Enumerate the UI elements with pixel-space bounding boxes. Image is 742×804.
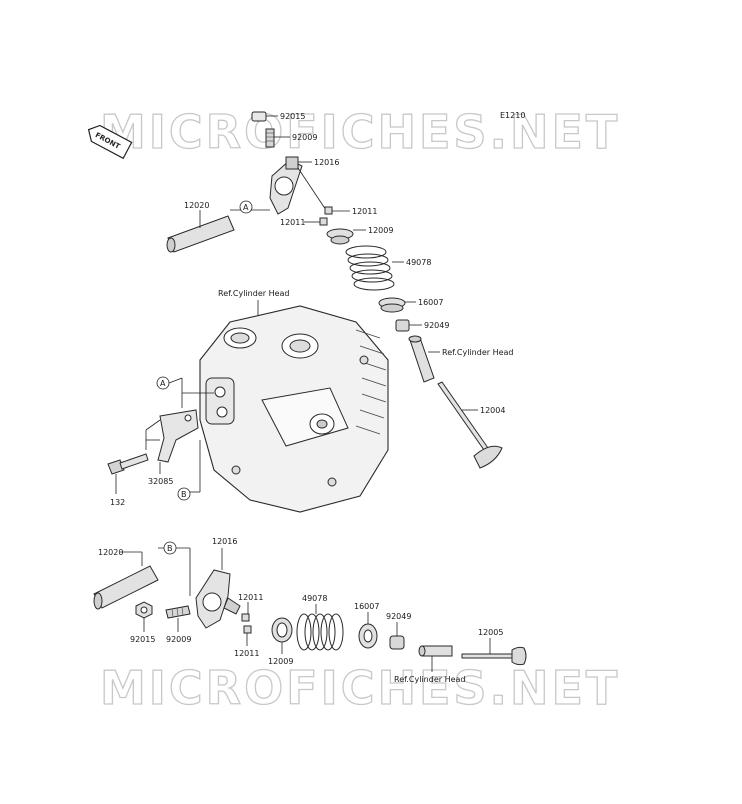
plate-32085 [157,409,199,463]
callout-a-left-label: A [160,379,166,388]
label-12016-top: 12016 [314,158,339,167]
label-12020-bottom: 12020 [98,548,123,557]
keeper-12011-top-left [319,217,328,226]
bolt-132 [107,453,149,475]
callout-b-left [177,487,191,501]
retainer-12009-bottom [271,617,293,643]
rocker-arm-12016-bottom [195,569,241,629]
valve-guide-bottom [418,645,453,657]
label-92009-bottom: 92009 [166,635,191,644]
label-92009-top: 92009 [292,133,317,142]
label-32085: 32085 [148,477,173,486]
label-12011-bottom-top: 12011 [238,593,263,602]
callout-a-top-label: A [243,203,249,212]
label-12016-bottom: 12016 [212,537,237,546]
label-92049-top: 92049 [424,321,449,330]
diagram-code: E1210 [500,111,525,120]
intake-valve-12004 [437,381,503,469]
nut-92015-bottom [135,601,153,619]
nut-92015-top [251,111,267,122]
valve-spring-49078-top [345,245,395,291]
valve-guide-top [408,335,435,383]
keeper-12011-bottom-top [241,613,250,622]
rocker-shaft-12020-bottom [93,565,159,610]
keeper-12011-bottom-bottom [243,625,252,634]
watermark-bottom: MICROFICHES.NET [100,661,620,715]
label-16007-bottom: 16007 [354,602,379,611]
spring-seat-16007-bottom [358,623,378,649]
label-ref-cylinder-head-top: Ref.Cylinder Head [218,289,289,298]
valve-spring-49078-bottom [296,613,344,651]
label-12005: 12005 [478,628,503,637]
watermark-top: MICROFICHES.NET [100,105,620,159]
label-12009-top: 12009 [368,226,393,235]
label-ref-cylinder-head-bottom: Ref.Cylinder Head [394,675,465,684]
label-16007-top: 16007 [418,298,443,307]
label-92015-top: 92015 [280,112,305,121]
spring-seat-16007-top [378,297,406,313]
retainer-12009-top [326,228,354,245]
callout-a-top [239,200,253,214]
rocker-shaft-12020-top [166,215,235,253]
adjust-screw-92009-bottom [165,605,191,619]
label-92015-bottom: 92015 [130,635,155,644]
callout-b-bottom-letter: B [167,544,173,553]
label-12011-top-right: 12011 [352,207,377,216]
callout-b-left-label: B [181,490,187,499]
keeper-12011-top-right [324,206,333,215]
label-ref-cylinder-head-right: Ref.Cylinder Head [442,348,513,357]
label-92049-bottom: 92049 [386,612,411,621]
label-12011-top-left: 12011 [280,218,305,227]
oil-seal-92049-bottom [389,635,405,650]
label-49078-bottom: 49078 [302,594,327,603]
front-arrow-icon: FRONT [87,124,133,160]
label-12011-bottom-bottom: 12011 [234,649,259,658]
rocker-arm-12016-top [269,156,303,215]
cylinder-head [199,305,389,513]
callout-b-bottom [163,541,177,555]
oil-seal-92049-top [395,319,410,332]
label-12009-bottom: 12009 [268,657,293,666]
label-132: 132 [110,498,125,507]
label-12020-top: 12020 [184,201,209,210]
label-12004: 12004 [480,406,505,415]
adjust-screw-92009-top [265,128,275,148]
label-49078-top: 49078 [406,258,431,267]
exhaust-valve-12005 [461,646,527,666]
